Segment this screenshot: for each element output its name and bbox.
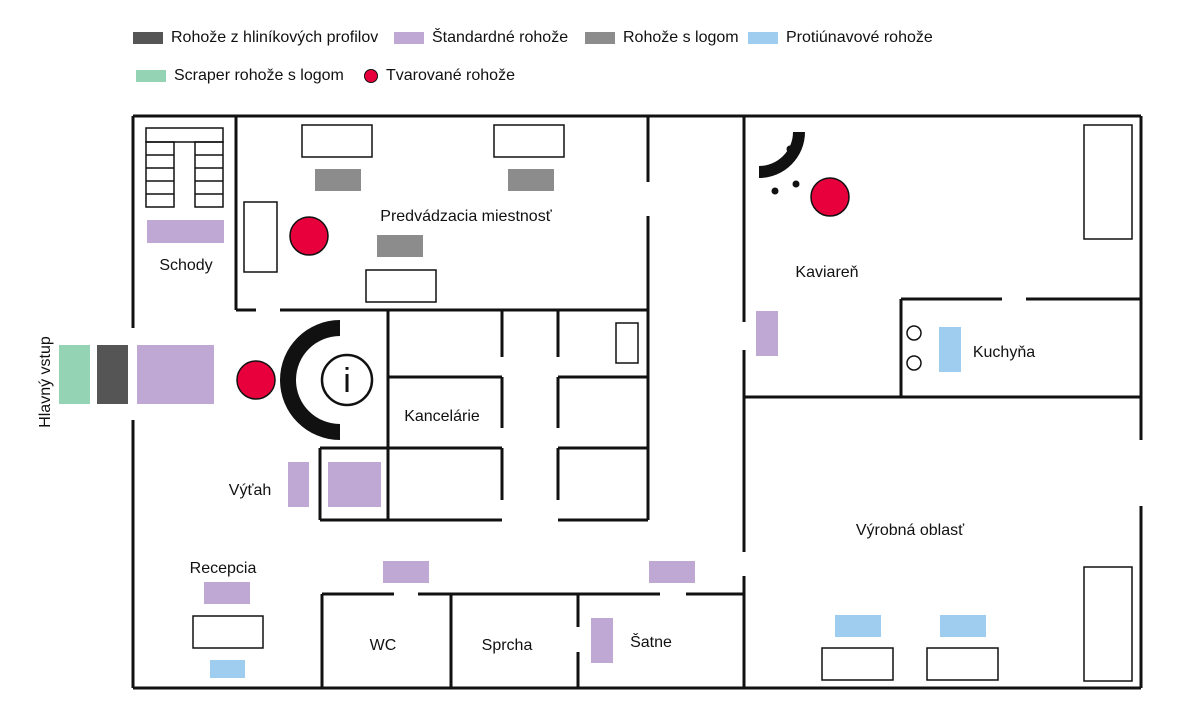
stairs-drawing [145, 127, 224, 208]
mat-anti-fatigue-kitchen [939, 327, 961, 372]
mat-aluminium-entrance [97, 345, 128, 404]
shaped-mats [236, 177, 850, 400]
legend-label-logo: Rohože s logom [623, 29, 739, 46]
legend-swatch-scraper [136, 70, 166, 82]
cafe-bar-counter [759, 132, 805, 178]
label-production: Výrobná oblasť [856, 522, 965, 539]
office-cabinet [615, 322, 639, 364]
production-workbench-2 [926, 647, 999, 681]
anti-fatigue-mats [210, 327, 986, 678]
mat-anti-fatigue-production-2 [940, 615, 986, 637]
mat-shaped-entrance [236, 360, 276, 400]
mat-anti-fatigue-reception [210, 660, 245, 678]
label-main-entrance: Hlavný vstup [37, 336, 54, 428]
mat-standard-lockers [591, 618, 613, 663]
stairs-landing [145, 127, 224, 143]
mat-standard-wc [383, 561, 429, 583]
mat-standard-cafe [756, 311, 778, 356]
legend-label-shaped: Tvarované rohože [386, 67, 515, 84]
legend-item-aluminium: Rohože z hliníkových profilov [133, 29, 378, 47]
legend-item-scraper: Scraper rohože s logom [136, 67, 344, 85]
legend-label-scraper: Scraper rohože s logom [174, 67, 344, 84]
legend-dot-shaped [364, 69, 378, 83]
label-lockers: Šatne [630, 632, 672, 651]
mat-logo-showroom-1 [315, 169, 361, 191]
cafe-bar-stools [771, 145, 800, 195]
info-icon-letter: i [343, 362, 351, 400]
showroom-table-4 [365, 269, 437, 303]
label-wc: WC [370, 637, 397, 654]
legend-swatch-standard [394, 32, 424, 44]
label-offices: Kancelárie [404, 408, 480, 425]
mat-standard-stairs [147, 220, 224, 243]
walls [131, 114, 1143, 690]
label-cafe: Kaviareň [795, 264, 858, 281]
mat-logo-showroom-3 [377, 235, 423, 257]
showroom-table-1 [301, 124, 373, 158]
legend-swatch-aluminium [133, 32, 163, 44]
legend-item-logo: Rohože s logom [585, 29, 739, 47]
mat-standard-entrance [137, 345, 214, 404]
cafe-counter [1083, 124, 1133, 240]
label-showroom: Predvádzacia miestnosť [380, 208, 552, 225]
mat-standard-elevator [288, 462, 309, 507]
showroom-table-2 [493, 124, 565, 158]
showroom-table-3 [243, 201, 278, 273]
mat-shaped-cafe [810, 177, 850, 217]
label-stairs: Schody [159, 257, 212, 274]
label-shower: Sprcha [482, 637, 533, 654]
label-kitchen: Kuchyňa [973, 344, 1035, 361]
mat-logo-showroom-2 [508, 169, 554, 191]
legend-label-standard: Štandardné rohože [432, 29, 569, 46]
stairs-flight-right [194, 141, 224, 208]
kitchen-sink-2 [906, 355, 922, 371]
reception-desk [192, 615, 264, 649]
legend-item-shaped: Tvarované rohože [364, 67, 515, 85]
standard-mats [137, 220, 778, 663]
mat-shaped-showroom [289, 216, 329, 256]
mat-anti-fatigue-production-1 [835, 615, 881, 637]
legend-label-anti-fatigue: Protiúnavové rohože [786, 29, 933, 46]
label-elevator: Výťah [229, 482, 271, 499]
mat-standard-lockers-door [649, 561, 695, 583]
furniture [192, 124, 1133, 682]
legend-swatch-anti-fatigue [748, 32, 778, 44]
label-reception: Recepcia [190, 560, 257, 577]
legend-item-standard: Štandardné rohože [394, 29, 568, 47]
production-workbench-1 [821, 647, 894, 681]
logo-mats [315, 169, 554, 257]
legend-label-aluminium: Rohože z hliníkových profilov [171, 29, 379, 46]
legend-item-anti-fatigue: Protiúnavové rohože [748, 29, 933, 47]
production-shelf [1083, 566, 1133, 682]
info-icon [320, 353, 374, 407]
kitchen-sink-1 [906, 325, 922, 341]
legend-swatch-logo [585, 32, 615, 44]
mat-scraper-entrance [59, 345, 90, 404]
legend: Rohože z hliníkových profilov Štandardné… [0, 0, 1200, 100]
mat-standard-elevator-2 [328, 462, 381, 507]
info-desk-arc [280, 320, 340, 440]
mat-standard-reception [204, 582, 250, 604]
stairs-flight-left [145, 141, 175, 208]
